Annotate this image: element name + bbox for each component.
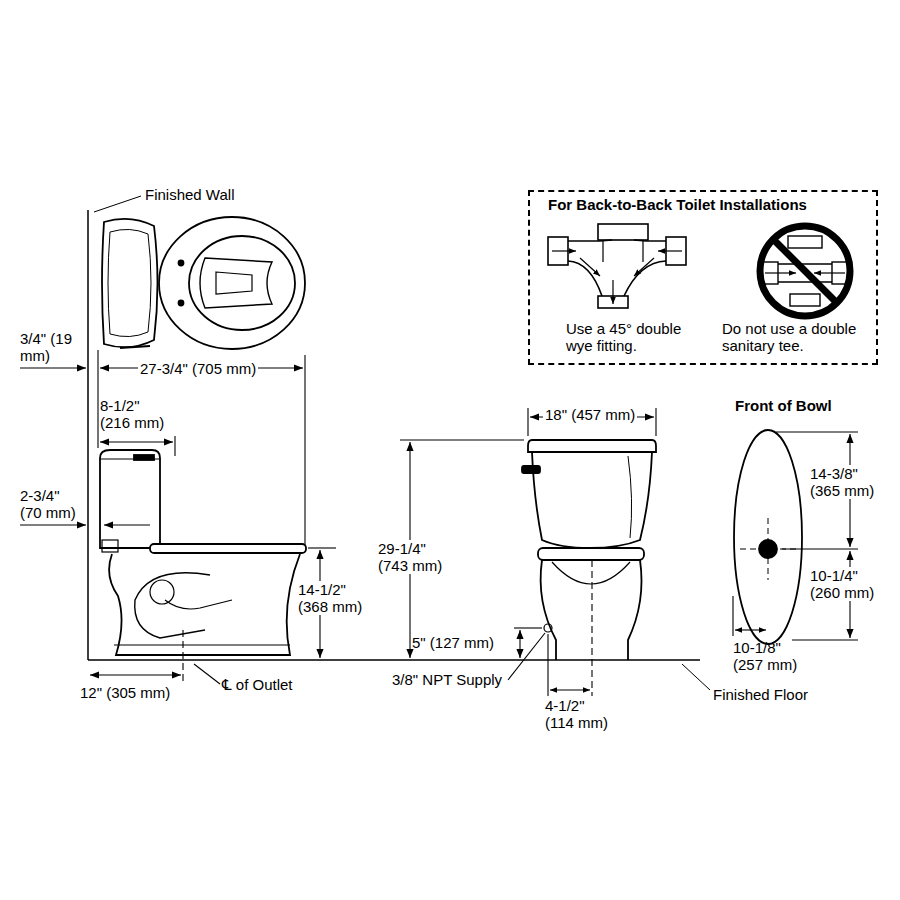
box-heading: For Back-to-Back Toilet Installations: [548, 196, 807, 213]
dimension-label: 3/8" NPT Supply: [392, 671, 502, 688]
dimension-label: 12" (305 mm): [80, 684, 170, 701]
dimension-label: 3/4" (19 mm): [20, 330, 82, 364]
dimension-lines: [20, 350, 858, 696]
fitting-caption: Do not use a double sanitary tee.: [722, 320, 870, 354]
fitting-caption: Use a 45° double wye fitting.: [566, 320, 706, 354]
dimension-label: 8-1/2" (216 mm): [100, 397, 170, 431]
note-box: For Back-to-Back Toilet InstallationsUse…: [528, 190, 878, 365]
dimension-label: 5" (127 mm): [412, 634, 494, 651]
dimension-label: 29-1/4" (743 mm): [376, 540, 458, 574]
dimension-label: Finished Floor: [713, 686, 808, 703]
dimension-label: 14-1/2" (368 mm): [296, 581, 376, 615]
wye-fitting: [548, 224, 686, 308]
side-view: [100, 450, 306, 655]
dimension-label: 10-1/4" (260 mm): [808, 567, 890, 601]
front-view: [522, 440, 656, 660]
top-view: [102, 217, 305, 349]
view-title: Front of Bowl: [735, 397, 832, 414]
sanitary-tee-prohibited: [760, 226, 850, 316]
dimension-label: Finished Wall: [145, 186, 234, 203]
wall-floor: [88, 196, 710, 690]
dimension-label: 4-1/2" (114 mm): [545, 697, 615, 731]
dimension-label: 10-1/8" (257 mm): [733, 639, 805, 673]
dimension-label: 27-3/4" (705 mm): [138, 360, 258, 377]
dimension-label: 2-3/4" (70 mm): [20, 487, 82, 521]
dimension-label: ℄ of Outlet: [222, 676, 293, 693]
dimension-label: 18" (457 mm): [543, 406, 637, 423]
bowl-front-view: [734, 430, 802, 644]
dimension-label: 14-3/8" (365 mm): [808, 465, 890, 499]
